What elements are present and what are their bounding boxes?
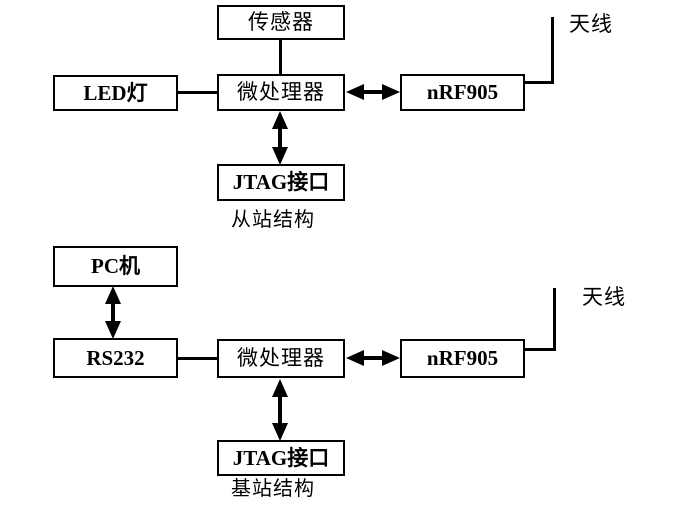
- node-nrf905-base-label: nRF905: [426, 346, 499, 370]
- node-jtag-slave[interactable]: JTAG接口: [217, 164, 345, 201]
- antenna-label-slave: 天线: [569, 12, 613, 36]
- node-mcu-base-label: 微处理器: [237, 346, 325, 370]
- node-mcu-base[interactable]: 微处理器: [217, 339, 345, 378]
- node-rs232-base-label: RS232: [86, 345, 145, 370]
- node-sensor-slave[interactable]: 传感器: [217, 5, 345, 40]
- arrow-mcu-jtag-base: [272, 379, 288, 441]
- arrow-mcu-nrf905-slave: [346, 84, 400, 100]
- node-pc-base-label: PC机: [91, 254, 140, 278]
- node-rs232-base[interactable]: RS232: [53, 338, 178, 378]
- arrow-mcu-jtag-slave: [272, 111, 288, 165]
- connector-led-to-mcu: [176, 91, 220, 94]
- antenna-mast-base: [553, 288, 556, 350]
- antenna-lead-horizontal-base: [523, 348, 556, 351]
- node-mcu-slave[interactable]: 微处理器: [217, 74, 345, 111]
- arrow-pc-rs232-base: [105, 286, 121, 339]
- node-nrf905-slave[interactable]: nRF905: [400, 74, 525, 111]
- antenna-label-base: 天线: [582, 285, 626, 309]
- node-mcu-slave-label: 微处理器: [237, 80, 325, 104]
- node-nrf905-slave-label: nRF905: [426, 80, 499, 104]
- caption-base-station: 基站结构: [231, 476, 315, 500]
- connector-sensor-to-mcu: [279, 38, 282, 78]
- node-jtag-slave-label: JTAG接口: [232, 170, 330, 194]
- caption-slave-station: 从站结构: [231, 207, 315, 231]
- node-jtag-base-label: JTAG接口: [232, 445, 330, 470]
- node-jtag-base[interactable]: JTAG接口: [217, 440, 345, 476]
- node-nrf905-base[interactable]: nRF905: [400, 339, 525, 378]
- connector-rs232-to-mcu: [176, 357, 220, 360]
- node-led-slave-label: LED灯: [83, 80, 148, 105]
- antenna-mast-slave: [551, 17, 554, 83]
- arrow-mcu-nrf905-base: [346, 350, 400, 366]
- node-led-slave[interactable]: LED灯: [53, 75, 178, 111]
- antenna-lead-horizontal-slave: [523, 81, 554, 84]
- node-pc-base[interactable]: PC机: [53, 246, 178, 287]
- node-sensor-slave-label: 传感器: [248, 10, 314, 34]
